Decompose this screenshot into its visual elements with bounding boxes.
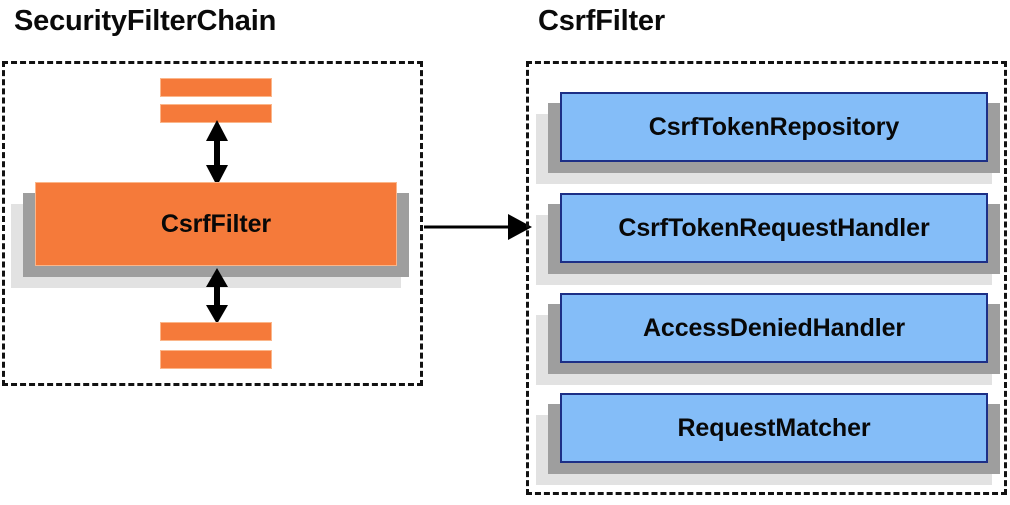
panel-security-filter-chain (2, 61, 423, 386)
box-label-csrf-token-request-handler: CsrfTokenRequestHandler (618, 213, 930, 242)
box-access-denied-handler[interactable]: AccessDeniedHandler (536, 293, 1000, 385)
double-arrow-above (206, 120, 228, 186)
panel-csrf-filter-detail (526, 61, 1007, 495)
box-label-request-matcher: RequestMatcher (677, 413, 871, 442)
filter-bar-above-1 (160, 78, 272, 97)
box-request-matcher[interactable]: RequestMatcher (536, 393, 1000, 485)
box-face: CsrfFilter (35, 182, 397, 266)
box-face: RequestMatcher (560, 393, 988, 463)
double-arrow-below (206, 268, 228, 324)
connector-arrow-csrf-filter-to-detail (424, 214, 532, 240)
filter-bar-below-1 (160, 322, 272, 341)
page-title-security-filter-chain: SecurityFilterChain (14, 5, 277, 37)
box-label-csrf-filter: CsrfFilter (160, 209, 272, 238)
box-label-csrf-token-repository: CsrfTokenRepository (648, 112, 900, 141)
filter-bar-below-2 (160, 350, 272, 369)
page-title-csrf-filter: CsrfFilter (538, 5, 665, 37)
box-label-access-denied-handler: AccessDeniedHandler (642, 313, 906, 342)
box-face: CsrfTokenRepository (560, 92, 988, 162)
box-face: CsrfTokenRequestHandler (560, 193, 988, 263)
box-csrf-token-request-handler[interactable]: CsrfTokenRequestHandler (536, 193, 1000, 285)
box-csrf-filter[interactable]: CsrfFilter (11, 182, 409, 288)
box-face: AccessDeniedHandler (560, 293, 988, 363)
box-csrf-token-repository[interactable]: CsrfTokenRepository (536, 92, 1000, 184)
